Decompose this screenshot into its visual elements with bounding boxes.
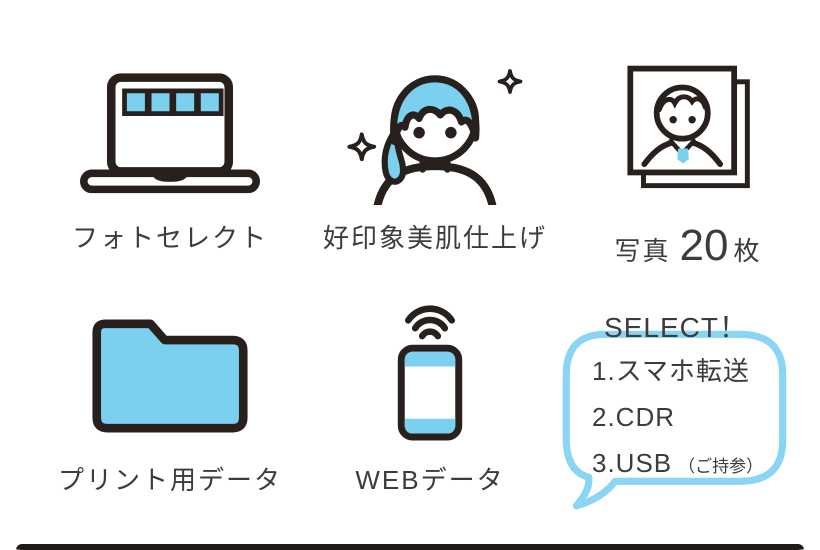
select-option-list: 1.スマホ転送 2.CDR 3.USB（ご持参） xyxy=(592,348,763,490)
item-web-data: WEBデータ xyxy=(320,296,540,493)
folder-icon xyxy=(92,319,248,433)
speech-bubble-icon xyxy=(562,330,787,510)
item-photo-select: フォトセレクト xyxy=(60,70,280,251)
item-skin-finish: 好印象美肌仕上げ xyxy=(323,55,547,251)
photo-count-prefix: 写真 xyxy=(614,236,671,266)
sparkle-right-icon xyxy=(497,69,523,94)
select-option-3: 3.USB（ご持参） xyxy=(592,448,764,478)
sparkle-left-icon xyxy=(347,132,377,162)
skin-finish-label: 好印象美肌仕上げ xyxy=(323,223,548,253)
laptop-icon xyxy=(80,73,260,194)
smartphone-wifi-icon xyxy=(397,305,463,441)
web-data-label: WEBデータ xyxy=(355,465,505,495)
select-option-2: 2.CDR xyxy=(592,402,676,432)
face-sparkle-icon xyxy=(347,69,523,205)
print-data-label: プリント用データ xyxy=(58,465,283,495)
select-option-3-note: （ご持参） xyxy=(678,457,764,476)
item-print-data: プリント用データ xyxy=(58,315,283,495)
item-select-options: SELECT！ 1.スマホ転送 2.CDR 3.USB（ご持参） xyxy=(556,312,796,522)
bottom-divider-bar xyxy=(16,544,804,550)
photo-count-number: 20 xyxy=(679,221,729,270)
photo-select-label: フォトセレクト xyxy=(71,223,268,253)
photo-stack-icon xyxy=(627,65,750,189)
select-title: SELECT！ xyxy=(604,312,748,343)
photo-count-suffix: 枚 xyxy=(733,236,762,266)
select-option-1: 1.スマホ転送 xyxy=(592,356,750,386)
